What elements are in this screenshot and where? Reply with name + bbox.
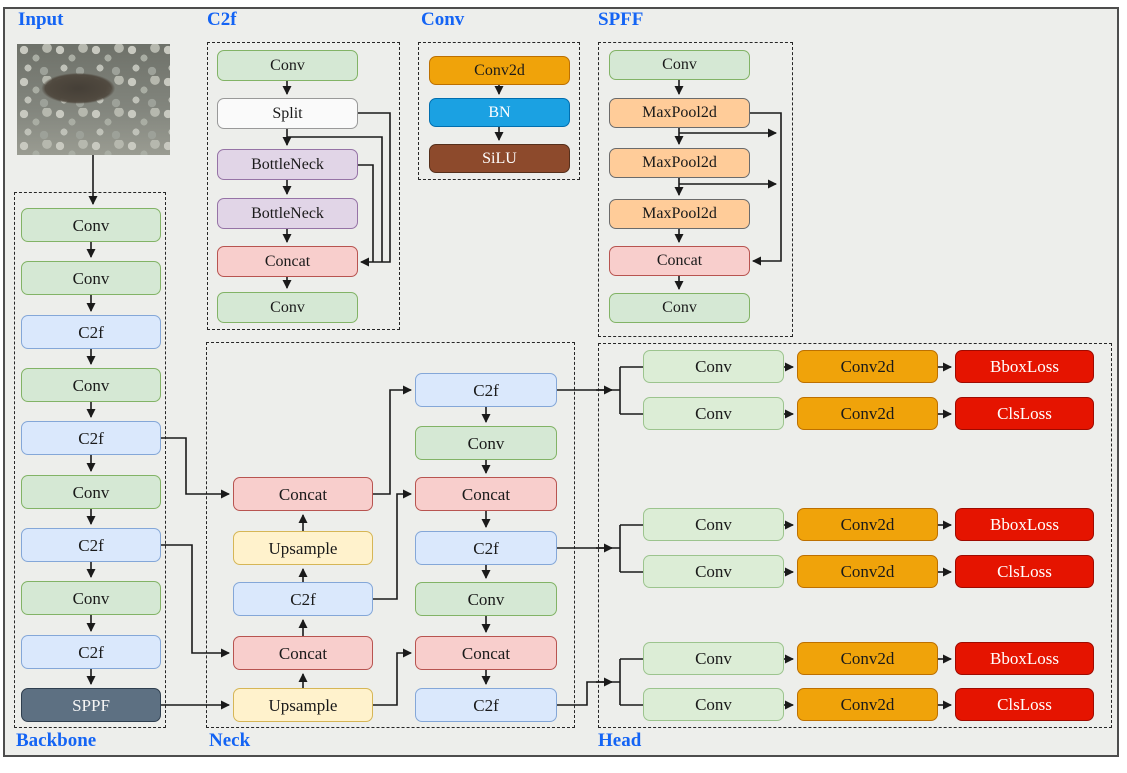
backbone-block-sppf: SPPF <box>21 688 161 722</box>
c2f-section-label: C2f <box>207 9 237 30</box>
c2f-detail-concat: Concat <box>217 246 358 277</box>
neck-concat: Concat <box>415 636 557 670</box>
c2f-detail-region <box>207 42 400 330</box>
backbone-section-label: Backbone <box>16 730 97 751</box>
backbone-block-conv: Conv <box>21 368 161 402</box>
spff-detail-conv: Conv <box>609 50 750 80</box>
head-conv: Conv <box>643 508 784 541</box>
head-bbox-loss: BboxLoss <box>955 350 1094 383</box>
head-section-label: Head <box>598 730 642 751</box>
head-conv2d: Conv2d <box>797 397 938 430</box>
head-conv2d: Conv2d <box>797 642 938 675</box>
neck-c2f: C2f <box>415 373 557 407</box>
head-bbox-loss: BboxLoss <box>955 508 1094 541</box>
neck-conv: Conv <box>415 582 557 616</box>
input-photo <box>17 44 170 155</box>
conv-detail-bn: BN <box>429 98 570 127</box>
spff-section-label: SPFF <box>598 9 644 30</box>
c2f-detail-split: Split <box>217 98 358 129</box>
backbone-block-conv: Conv <box>21 581 161 615</box>
spff-detail-maxpool: MaxPool2d <box>609 199 750 229</box>
head-conv: Conv <box>643 555 784 588</box>
conv-detail-conv2d: Conv2d <box>429 56 570 85</box>
head-cls-loss: ClsLoss <box>955 397 1094 430</box>
backbone-block-c2f: C2f <box>21 528 161 562</box>
head-bbox-loss: BboxLoss <box>955 642 1094 675</box>
neck-conv: Conv <box>415 426 557 460</box>
backbone-block-conv: Conv <box>21 475 161 509</box>
head-cls-loss: ClsLoss <box>955 688 1094 721</box>
head-conv: Conv <box>643 688 784 721</box>
spff-detail-conv: Conv <box>609 293 750 323</box>
input-section-label: Input <box>18 9 64 30</box>
neck-concat: Concat <box>233 477 373 511</box>
spff-detail-concat: Concat <box>609 246 750 276</box>
c2f-detail-conv: Conv <box>217 50 358 81</box>
head-conv2d: Conv2d <box>797 688 938 721</box>
head-conv: Conv <box>643 350 784 383</box>
c2f-detail-bottleneck: BottleNeck <box>217 198 358 229</box>
backbone-block-conv: Conv <box>21 208 161 242</box>
spff-detail-maxpool: MaxPool2d <box>609 98 750 128</box>
neck-section-label: Neck <box>209 730 251 751</box>
neck-c2f: C2f <box>233 582 373 616</box>
conv-detail-region <box>418 42 580 180</box>
backbone-block-c2f: C2f <box>21 421 161 455</box>
head-conv2d: Conv2d <box>797 508 938 541</box>
c2f-detail-conv: Conv <box>217 292 358 323</box>
neck-concat: Concat <box>233 636 373 670</box>
backbone-block-conv: Conv <box>21 261 161 295</box>
neck-c2f: C2f <box>415 531 557 565</box>
conv-detail-silu: SiLU <box>429 144 570 173</box>
head-conv2d: Conv2d <box>797 350 938 383</box>
c2f-detail-bottleneck: BottleNeck <box>217 149 358 180</box>
conv-section-label: Conv <box>421 9 465 30</box>
backbone-block-c2f: C2f <box>21 315 161 349</box>
neck-c2f: C2f <box>415 688 557 722</box>
head-cls-loss: ClsLoss <box>955 555 1094 588</box>
head-conv: Conv <box>643 397 784 430</box>
head-conv2d: Conv2d <box>797 555 938 588</box>
neck-region <box>206 342 575 728</box>
neck-upsample: Upsample <box>233 531 373 565</box>
neck-concat: Concat <box>415 477 557 511</box>
head-region <box>598 343 1112 728</box>
head-conv: Conv <box>643 642 784 675</box>
spff-detail-region <box>598 42 793 337</box>
neck-upsample: Upsample <box>233 688 373 722</box>
spff-detail-maxpool: MaxPool2d <box>609 148 750 178</box>
backbone-block-c2f: C2f <box>21 635 161 669</box>
